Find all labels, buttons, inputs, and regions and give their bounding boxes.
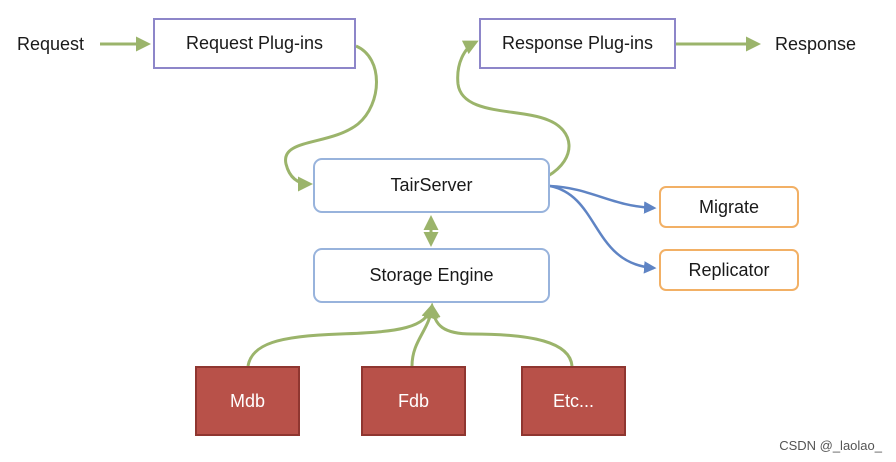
tairserver-to-migrate-arrow (549, 184, 657, 214)
mdb-box: Mdb (195, 366, 300, 436)
etc-to-storage-engine-arrow (425, 303, 574, 367)
watermark-text: CSDN @_laolao_ (779, 438, 882, 453)
request-plugins-box: Request Plug-ins (153, 18, 356, 69)
fdb-to-storage-engine-arrow (410, 303, 439, 367)
request-label: Request (17, 34, 85, 54)
migrate-box: Migrate (659, 186, 799, 228)
mdb-to-storage-engine-arrow (246, 303, 437, 367)
tairserver-box: TairServer (313, 158, 550, 213)
replicator-box: Replicator (659, 249, 799, 291)
etc-box: Etc... (521, 366, 626, 436)
storage-engine-box: Storage Engine (313, 248, 550, 303)
response-label: Response (775, 34, 857, 54)
tairserver-to-replicator-arrow (549, 184, 657, 274)
fdb-box: Fdb (361, 366, 466, 436)
response-plugins-box: Response Plug-ins (479, 18, 676, 69)
